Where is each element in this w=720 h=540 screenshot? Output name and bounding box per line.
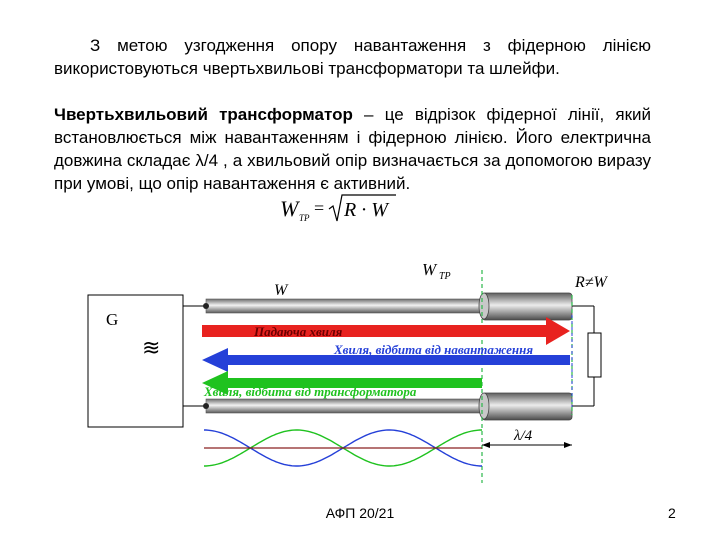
transformer-impedance-subscript: TP (439, 271, 451, 282)
generator-ac-icon: ≋ (142, 335, 160, 360)
length-arrow-right (564, 442, 572, 448)
page-number: 2 (668, 505, 676, 521)
formula-rhs: R · W (343, 199, 390, 221)
quarter-wave-diagram: G ≋ W W TP R≠W Падаюча хвиля Хвиля, відб… (87, 260, 609, 483)
definition-text: – це відрізок фідерної лінії, який встан… (54, 105, 651, 193)
load-resistor (587, 332, 602, 378)
sqrt-symbol (328, 194, 396, 222)
transformer-impedance-label: W (422, 260, 438, 279)
bottom-feeder-cable (205, 398, 485, 414)
bottom-transformer-section (481, 392, 573, 421)
length-label: λ/4 (513, 428, 533, 444)
reflected-transformer-wave-label: Хвиля, відбита від трансформатора (203, 384, 417, 399)
incident-wave-arrow (202, 317, 570, 345)
incident-wave-label: Падаюча хвиля (253, 324, 343, 339)
reflected-transformer-wave-arrow (202, 371, 482, 395)
length-arrow-left (482, 442, 490, 448)
definition-term: Чвертьхвильовий трансформатор (54, 105, 353, 124)
formula-lhs-subscript: ТР (299, 213, 310, 223)
line-impedance-label: W (274, 282, 289, 299)
top-terminal (203, 303, 209, 309)
top-transformer-end (478, 292, 490, 320)
bottom-transformer-end (478, 392, 490, 420)
bottom-terminal (203, 403, 209, 409)
footer-course: АФП 20/21 (325, 505, 395, 521)
formula: W ТР = R · W (280, 194, 396, 223)
formula-lhs: W (280, 196, 300, 221)
reflected-load-wave-arrow (202, 348, 570, 372)
generator-box (87, 294, 184, 428)
generator-label: G (106, 310, 118, 329)
definition-paragraph: Чвертьхвильовий трансформатор – це відрі… (54, 103, 651, 195)
reflected-load-wave-label: Хвиля, відбита від навантаження (333, 342, 533, 357)
intro-paragraph: З метою узгодження опору навантаження з … (54, 36, 651, 78)
top-transformer-section (481, 292, 573, 321)
load-label: R≠W (574, 274, 609, 291)
formula-equals: = (314, 198, 324, 218)
top-feeder-cable (205, 298, 485, 314)
